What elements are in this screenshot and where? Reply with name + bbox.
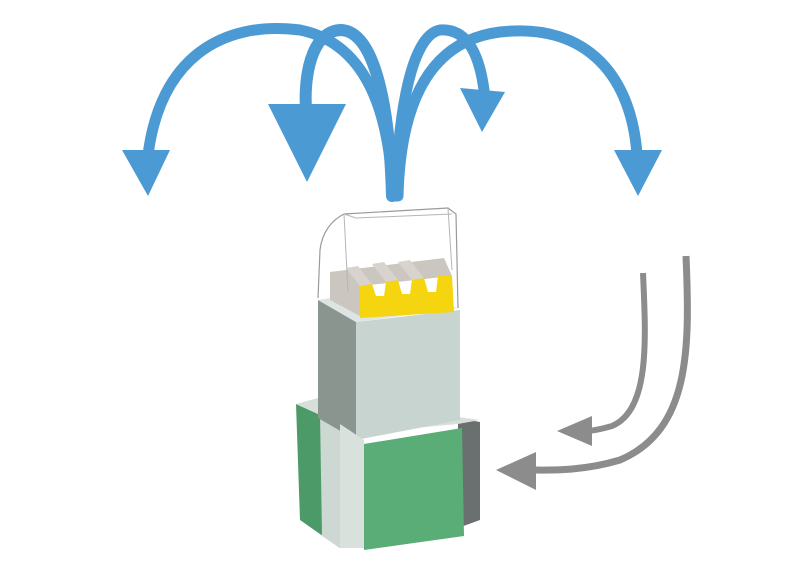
dark-back-panel [458,418,480,528]
green-base-module [364,428,464,550]
purifier-device [296,207,480,550]
outflow-arrow-far-right [392,25,662,202]
transparent-top-cover [317,207,459,309]
yellow-comb-filter [360,276,454,318]
light-grey-housing [356,310,460,440]
inflow-arrow-lower [496,255,691,490]
inflow-arrows [496,255,691,490]
housing-shadow-side [318,300,356,440]
outflow-arrow-left [268,23,398,202]
green-side-panel-light-strip [320,414,340,548]
base-front-pillar [340,424,364,548]
outflow-arrows [122,23,662,202]
filter-ridge-3 [398,260,424,280]
outflow-arrow-far-left [122,23,399,202]
filter-ridge-1 [346,266,372,286]
inflow-arrow-upper [557,272,648,446]
filter-ridge-2 [372,262,398,282]
